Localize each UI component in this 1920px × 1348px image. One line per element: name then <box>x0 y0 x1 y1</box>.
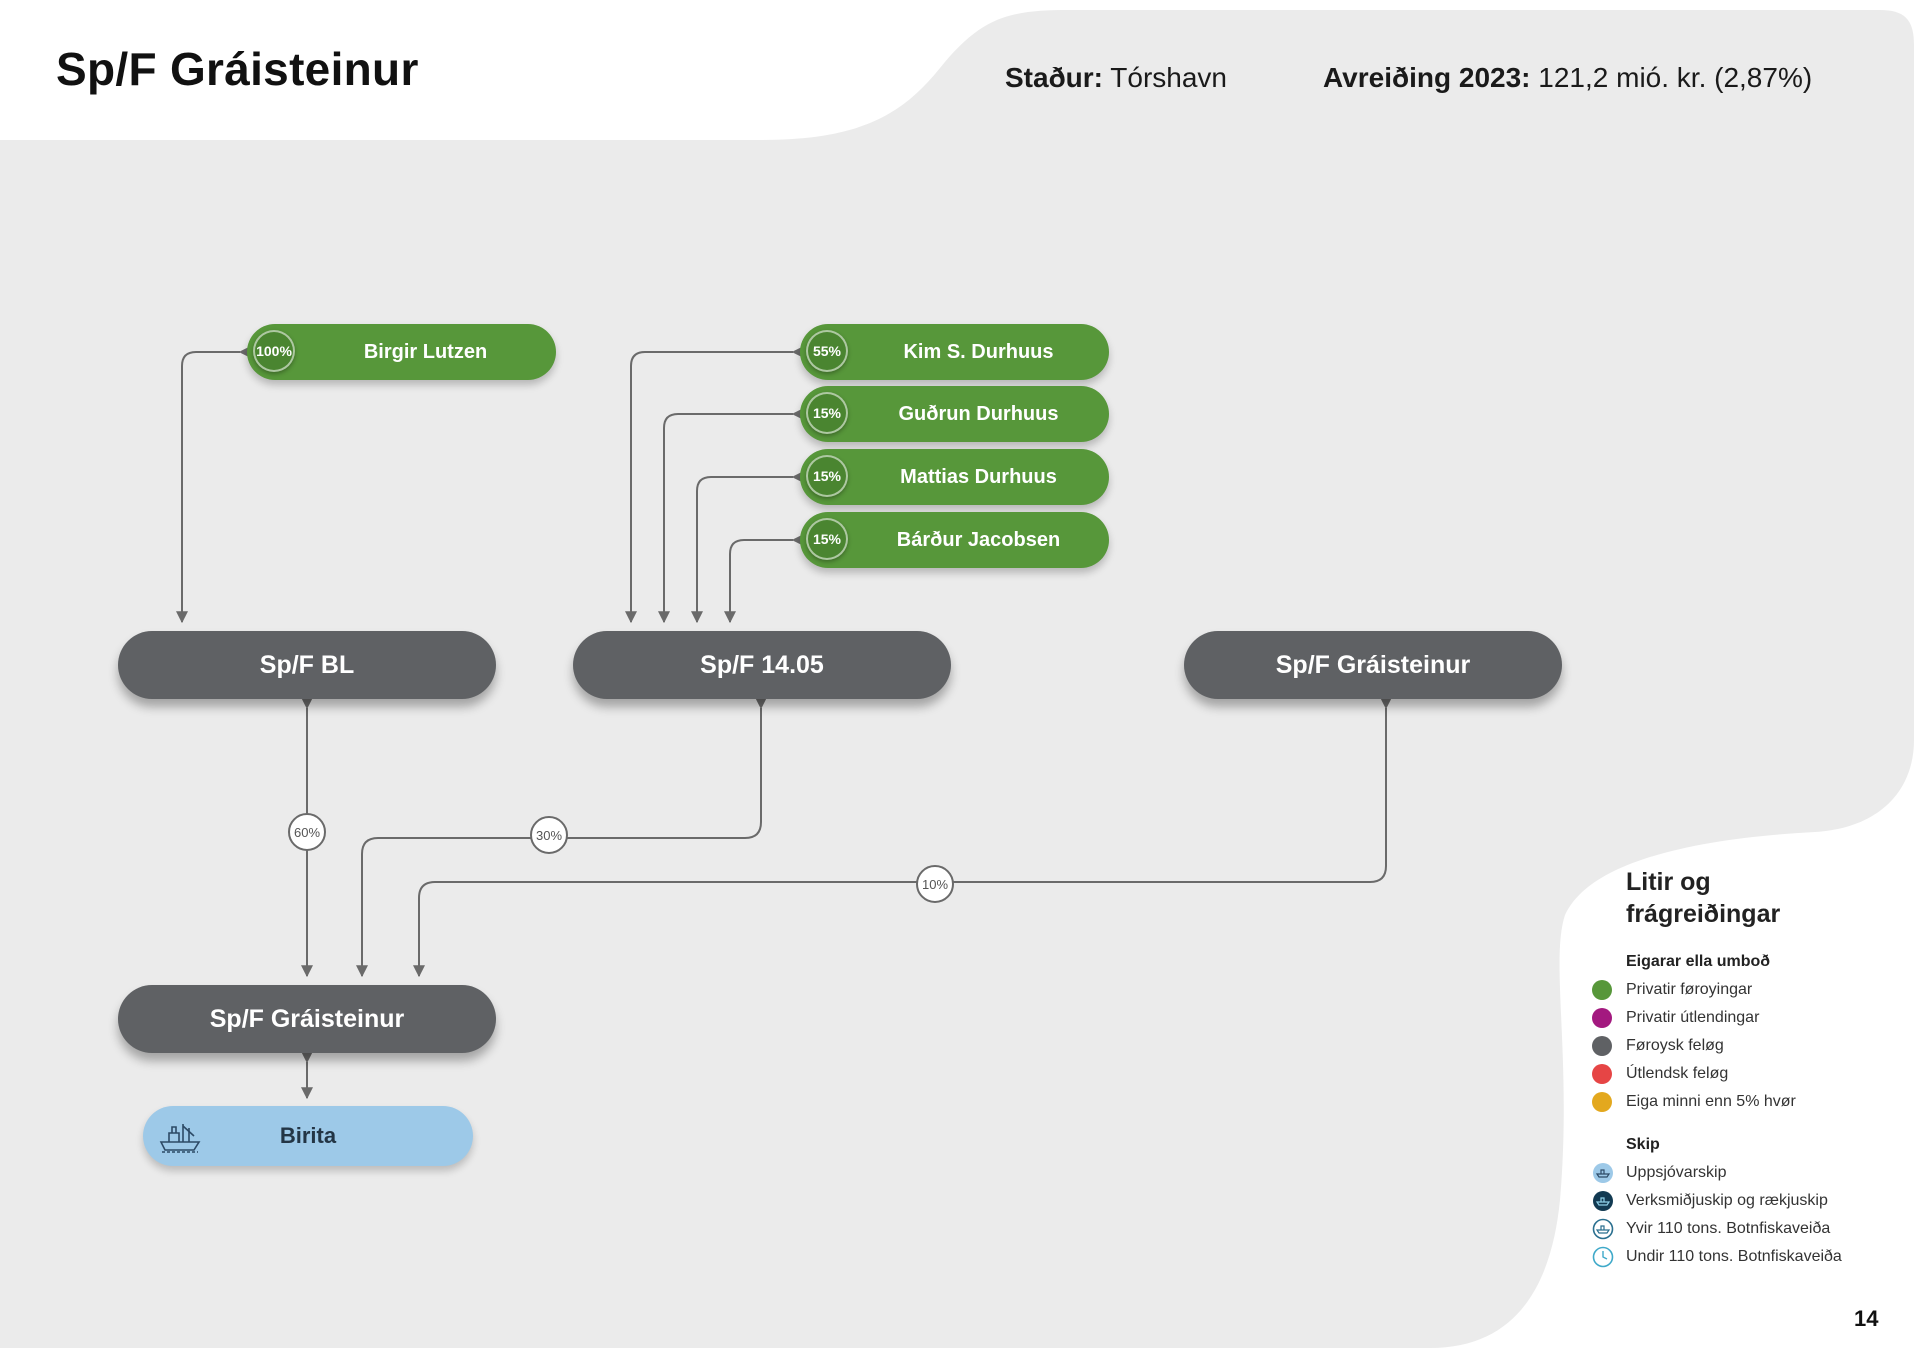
legend-title: Litir og frágreiðingar <box>1626 868 1781 928</box>
small-trawler-icon <box>1592 1246 1614 1268</box>
ownership-percent-badge: 15% <box>806 392 848 434</box>
large-trawler-icon <box>1592 1218 1614 1240</box>
purple-dot-icon <box>1592 1008 1612 1028</box>
owner-name: Kim S. Durhuus <box>903 340 1054 363</box>
legend-item-private-foreign: Privatir útlendingar <box>1592 1006 1759 1030</box>
quota-value: 121,2 mió. kr. (2,87%) <box>1538 62 1813 93</box>
company-spf-graisteinur-owner: Sp/F Gráisteinur <box>1184 631 1562 699</box>
legend-label: Útlendsk feløg <box>1626 1065 1729 1082</box>
stake-badge-30: 30% <box>530 816 568 854</box>
grey-dot-icon <box>1592 1036 1612 1056</box>
legend-label: Føroysk feløg <box>1626 1037 1724 1054</box>
ownership-percent-badge: 100% <box>253 330 295 372</box>
legend-item-small-trawler: Undir 110 tons. Botnfiskaveiða <box>1592 1245 1842 1269</box>
owner-name: Mattias Durhuus <box>900 465 1057 488</box>
legend-item-under-5-percent: Eiga minni enn 5% hvør <box>1592 1090 1796 1114</box>
legend-item-foreign-company: Útlendsk feløg <box>1592 1062 1728 1086</box>
legend-item-pelagic: Uppsjóvarskip <box>1592 1161 1726 1185</box>
page-title: Sp/F Gráisteinur <box>56 43 419 95</box>
green-dot-icon <box>1592 980 1612 1000</box>
owner-bardur-jacobsen: 15% Bárður Jacobsen <box>800 512 1109 568</box>
location-label: Staður: <box>1005 62 1103 93</box>
pelagic-ship-icon <box>1593 1163 1613 1183</box>
legend-label: Verksmiðjuskip og rækjuskip <box>1626 1192 1828 1209</box>
legend-owners-heading: Eigarar ella umboð <box>1626 953 1771 970</box>
legend-item-private-faroese: Privatir føroyingar <box>1592 978 1752 1002</box>
legend-item-factory: Verksmiðjuskip og rækjuskip <box>1592 1189 1828 1213</box>
legend-label: Uppsjóvarskip <box>1626 1164 1727 1181</box>
legend-item-large-trawler: Yvir 110 tons. Botnfiskaveiða <box>1592 1217 1830 1241</box>
company-spf-bl: Sp/F BL <box>118 631 496 699</box>
company-spf-1405: Sp/F 14.05 <box>573 631 951 699</box>
yellow-dot-icon <box>1592 1092 1612 1112</box>
legend-label: Undir 110 tons. Botnfiskaveiða <box>1626 1248 1842 1265</box>
legend-label: Yvir 110 tons. Botnfiskaveiða <box>1626 1220 1831 1237</box>
owner-mattias-durhuus: 15% Mattias Durhuus <box>800 449 1109 505</box>
red-dot-icon <box>1592 1064 1612 1084</box>
quota-info: Avreiðing 2023: 121,2 mió. kr. (2,87%) <box>1323 62 1812 94</box>
ownership-percent-badge: 15% <box>806 518 848 560</box>
page-number: 14 <box>1854 1306 1879 1331</box>
owner-birgir-lutzen: 100% Birgir Lutzen <box>247 324 556 380</box>
vessel-name: Birita <box>279 1123 337 1148</box>
vessel-birita: Birita <box>143 1106 473 1166</box>
ownership-percent-badge: 15% <box>806 455 848 497</box>
owner-kim-durhuus: 55% Kim S. Durhuus <box>800 324 1109 380</box>
owner-name: Guðrun Durhuus <box>898 402 1059 425</box>
legend-ships-heading: Skip <box>1626 1136 1660 1153</box>
stake-badge-10: 10% <box>916 865 954 903</box>
pelagic-ship-icon <box>159 1124 201 1153</box>
stake-badge-60: 60% <box>288 813 326 851</box>
owner-gudrun-durhuus: 15% Guðrun Durhuus <box>800 386 1109 442</box>
company-spf-graisteinur: Sp/F Gráisteinur <box>118 985 496 1053</box>
owner-name: Birgir Lutzen <box>363 340 488 363</box>
legend-label: Privatir útlendingar <box>1626 1009 1760 1026</box>
legend-label: Eiga minni enn 5% hvør <box>1626 1093 1796 1110</box>
legend-item-faroese-company: Føroysk feløg <box>1592 1034 1724 1058</box>
legend-label: Privatir føroyingar <box>1626 981 1753 998</box>
quota-label: Avreiðing 2023: <box>1323 62 1531 93</box>
ownership-percent-badge: 55% <box>806 330 848 372</box>
location-value: Tórshavn <box>1110 62 1227 93</box>
factory-ship-icon <box>1593 1191 1613 1211</box>
owner-name: Bárður Jacobsen <box>896 528 1061 551</box>
location-info: Staður: Tórshavn <box>1005 62 1227 94</box>
